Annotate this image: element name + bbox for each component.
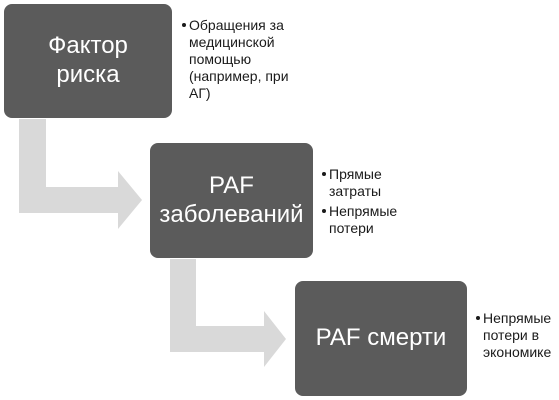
- bullet-item: Непрямые потери в экономике: [476, 310, 558, 361]
- bullet-line: потери: [329, 220, 374, 236]
- bullet-line: затраты: [329, 183, 382, 199]
- paf-death-bullets: Непрямые потери в экономике: [476, 310, 558, 361]
- risk-factor-label-line-1: Фактор: [48, 32, 128, 60]
- bullet-line: Прямые: [329, 166, 382, 182]
- bullet-line: экономике: [483, 344, 552, 360]
- paf-diseases-label-line-1: PAF: [209, 171, 254, 199]
- paf-diseases-box: PAF заболеваний: [149, 142, 314, 259]
- bullet-line: медицинской: [189, 34, 275, 50]
- bullet-line: Непрямые: [483, 310, 552, 326]
- paf-diseases-label-line-2: заболеваний: [159, 200, 304, 228]
- bullet-line: АГ): [189, 85, 211, 101]
- bullet-line: Непрямые: [329, 203, 398, 219]
- bullet-item: Непрямые потери: [322, 203, 432, 237]
- risk-factor-bullets: Обращения за медицинской помощью (наприм…: [182, 17, 337, 102]
- bullet-line: (например, при: [189, 68, 289, 84]
- risk-factor-box: Фактор риска: [3, 3, 173, 119]
- bullet-line: потери в: [483, 327, 540, 343]
- bullet-item: Прямые затраты: [322, 166, 432, 200]
- paf-death-label-line-1: PAF смерти: [315, 324, 447, 352]
- arrow-risk-to-diseases: [19, 119, 142, 229]
- bullet-line: помощью: [189, 51, 252, 67]
- paf-death-box: PAF смерти: [294, 280, 468, 397]
- risk-factor-label-line-2: риска: [56, 61, 120, 88]
- paf-diseases-bullets: Прямые затраты Непрямые потери: [322, 166, 432, 237]
- arrow-diseases-to-death: [170, 259, 286, 367]
- bullet-item: Обращения за медицинской помощью (наприм…: [182, 17, 337, 102]
- bullet-line: Обращения за: [189, 17, 284, 33]
